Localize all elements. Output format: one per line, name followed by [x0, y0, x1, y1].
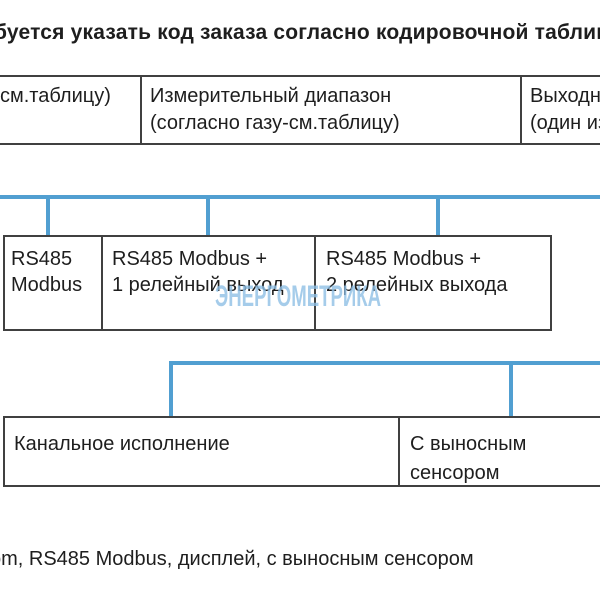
cell-divider: [140, 77, 142, 143]
cell-measuring-range-line2: (согласно газу-см.таблицу): [150, 112, 400, 134]
interface-options-row: RS485 Modbus RS485 Modbus + 1 релейный в…: [3, 235, 552, 331]
cell-divider: [398, 418, 400, 485]
connector-rail-bottom: [169, 361, 600, 365]
cell-gas-note: см.таблицу): [0, 85, 111, 107]
page-title: буется указать код заказа согласно кодир…: [0, 21, 600, 44]
option-rs485-2-relay-line2: 2 релейных выхода: [326, 274, 508, 296]
cell-output-signal-line1: Выходной: [530, 85, 600, 107]
connector-drop: [509, 363, 513, 418]
mounting-options-row: Канальное исполнение С выносным сенсором: [3, 416, 600, 487]
cell-divider: [314, 237, 316, 329]
option-duct-mount: Канальное исполнение: [14, 433, 230, 455]
cell-measuring-range-line1: Измерительный диапазон: [150, 85, 392, 107]
connector-drop: [436, 197, 440, 237]
option-rs485-1-relay-line1: RS485 Modbus +: [112, 248, 268, 270]
option-rs485-2-relay: RS485 Modbus + 2 релейных выхода: [326, 246, 507, 298]
connector-drop: [169, 363, 173, 418]
connector-drop: [206, 197, 210, 237]
option-rs485-modbus-line1: RS485: [11, 248, 73, 270]
option-remote-sensor-line2: сенсором: [410, 462, 500, 484]
option-rs485-1-relay-line2: 1 релейный выход: [112, 274, 284, 296]
option-rs485-modbus-line2: Modbus: [11, 274, 83, 296]
option-rs485-1-relay: RS485 Modbus + 1 релейный выход: [112, 246, 284, 298]
cell-divider: [520, 77, 522, 143]
option-rs485-2-relay-line1: RS485 Modbus +: [326, 248, 482, 270]
spec-table-row: см.таблицу) Измерительный диапазон (согл…: [0, 75, 600, 145]
cell-output-signal-line2: (один из: [530, 112, 600, 134]
footer-note: om, RS485 Modbus, дисплей, с выносным се…: [0, 548, 474, 570]
option-remote-sensor: С выносным сенсором: [410, 430, 526, 488]
cell-output-signal: Выходной (один из: [530, 83, 600, 137]
option-remote-sensor-line1: С выносным: [410, 433, 527, 455]
option-rs485-modbus: RS485 Modbus: [11, 246, 82, 298]
cell-divider: [101, 237, 103, 329]
cell-measuring-range: Измерительный диапазон (согласно газу-см…: [150, 83, 400, 137]
connector-drop: [46, 197, 50, 237]
connector-rail-top: [0, 195, 600, 199]
